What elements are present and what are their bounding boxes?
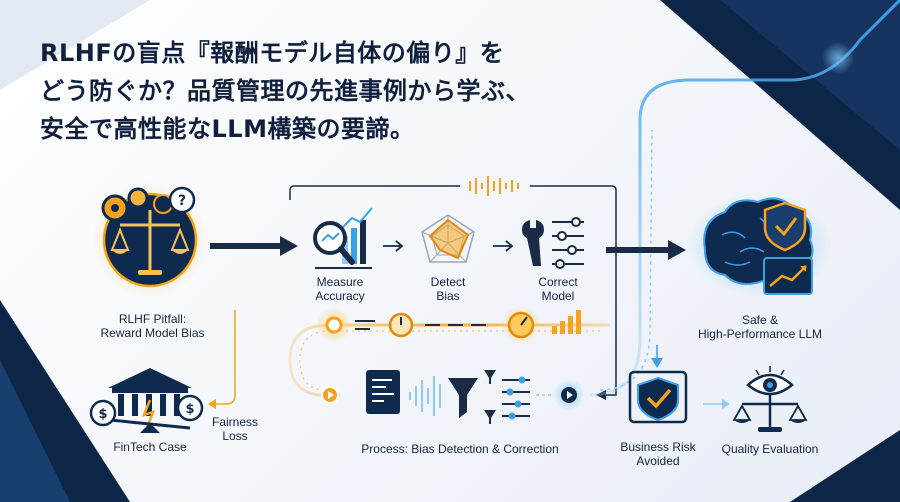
bottom-right-navy-corner	[790, 430, 900, 502]
top-left-light-corner	[0, 0, 150, 90]
rlhf-pitfall-label: RLHF Pitfall: Reward Model Bias	[80, 312, 225, 340]
fintech-case-label: FinTech Case	[113, 440, 187, 454]
magnifier-chart-icon	[313, 207, 373, 269]
sliders-icon-2	[502, 376, 552, 420]
shield-icon	[763, 201, 807, 252]
safe-label-line-1: Safe &	[741, 313, 779, 327]
radar-chart-icon	[421, 214, 475, 263]
document-code-icon	[366, 370, 400, 414]
dollar-coin-icon-2	[176, 394, 204, 422]
question-bubble-icon	[168, 186, 196, 214]
detect-label-line-1: Detect	[430, 275, 466, 289]
bottom-left-accent	[0, 360, 70, 502]
process-frame	[289, 176, 617, 400]
bank-scale-icon: $ $	[89, 368, 204, 433]
bar-chart-icon	[552, 310, 581, 334]
arrow-pitfall-to-measure	[210, 236, 298, 256]
gear-icon-small	[127, 187, 149, 209]
wrench-sliders-icon	[522, 217, 584, 269]
detect-label-line-2: Bias	[436, 289, 460, 303]
risk-label-line-1: Business Risk	[620, 440, 696, 454]
title-line-3: 安全で高性能なLLM構築の要諦。	[40, 115, 415, 143]
correct-model-label: Correct Model	[520, 275, 596, 303]
funnel-icon	[448, 370, 496, 424]
correct-label-line-2: Model	[541, 289, 575, 303]
scale-with-gears-icon: ?	[92, 182, 208, 298]
safe-label-line-2: High-Performance LLM	[697, 327, 823, 341]
fast-forward-dashes-icon	[355, 320, 375, 330]
fairness-label-line-1: Fairness	[211, 415, 258, 429]
dollar-coin-icon	[89, 399, 117, 427]
crack-icon	[141, 399, 156, 429]
title-line-1: RLHFの盲点『報酬モデル自体の偏り』を	[40, 39, 505, 67]
blue-play-dot	[553, 379, 585, 411]
eye-scale-icon	[732, 366, 808, 432]
correct-label-line-1: Correct	[538, 275, 578, 289]
top-right-accent	[720, 0, 900, 150]
svg-text:?: ?	[178, 193, 186, 209]
pitfall-label-line-1: RLHF Pitfall:	[118, 312, 187, 326]
waveform-icon	[469, 176, 519, 196]
detect-bias-label: Detect Bias	[415, 275, 481, 303]
pitfall-to-fintech-connector	[208, 310, 236, 409]
arrow-risk-to-quality	[703, 399, 730, 409]
growth-chart-icon	[763, 257, 813, 295]
business-risk-label: Business Risk Avoided	[612, 440, 704, 468]
measure-label-line-2: Accuracy	[315, 289, 365, 303]
safe-llm-label: Safe & High-Performance LLM	[685, 313, 835, 341]
fairness-label-line-2: Loss	[222, 429, 248, 443]
waveform-signal-icon	[409, 376, 441, 416]
arrow-safe-to-risk	[651, 345, 663, 368]
brain-shield-icon	[688, 193, 832, 297]
orange-flow-loop	[288, 305, 610, 404]
process-label: Process: Bias Detection & Correction	[361, 442, 559, 456]
svg-text:$: $	[98, 407, 107, 422]
measure-label-line-1: Measure	[316, 275, 364, 289]
arrow-measure-to-detect	[383, 240, 404, 252]
title-line-2: どう防ぐか？品質管理の先進事例から学ぶ、	[40, 77, 530, 105]
arrow-detect-to-correct	[493, 240, 514, 252]
page-title: RLHFの盲点『報酬モデル自体の偏り』を どう防ぐか？品質管理の先進事例から学ぶ…	[40, 34, 530, 148]
fairness-loss-label: Fairness Loss	[200, 415, 270, 443]
shield-check-icon	[628, 370, 688, 424]
measure-accuracy-label: Measure Accuracy	[300, 275, 380, 303]
svg-text:$: $	[185, 402, 194, 417]
quality-evaluation-label: Quality Evaluation	[721, 442, 819, 456]
pitfall-label-line-2: Reward Model Bias	[100, 326, 205, 340]
arrow-correct-to-safe	[606, 240, 686, 260]
risk-label-line-2: Avoided	[636, 454, 680, 468]
